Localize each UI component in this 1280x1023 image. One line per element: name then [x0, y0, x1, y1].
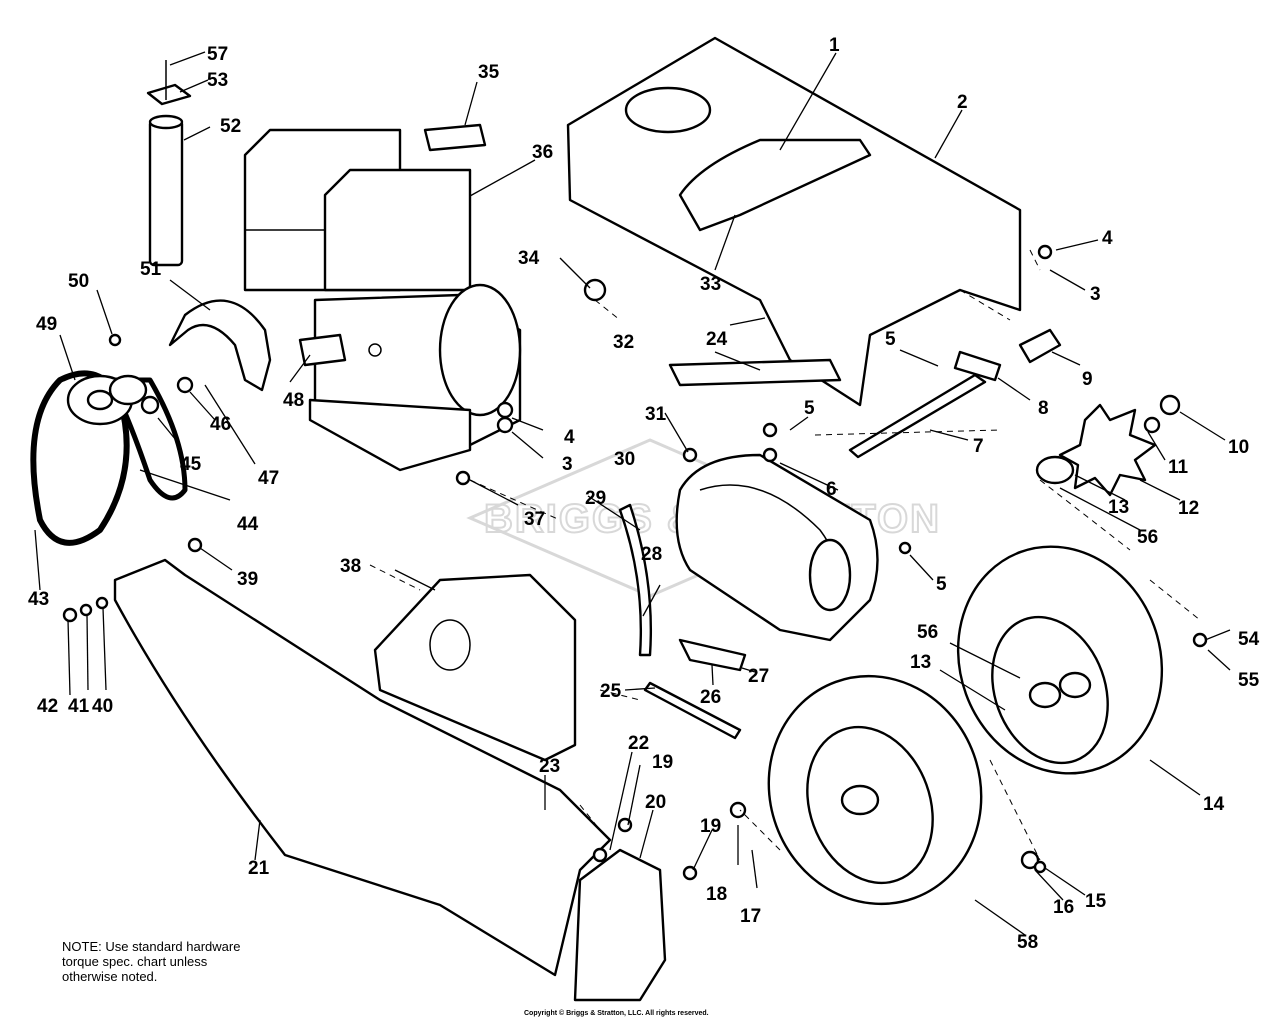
callout-24: 24 — [706, 329, 728, 350]
callout-41: 41 — [68, 696, 90, 717]
callout-35: 35 — [478, 62, 500, 83]
callout-55: 55 — [1238, 670, 1260, 691]
callout-5-c: 5 — [936, 574, 947, 595]
callout-39: 39 — [237, 569, 258, 590]
callout-4-middle: 4 — [564, 427, 575, 448]
callout-5-b: 5 — [804, 398, 815, 419]
bracket-32 — [668, 358, 842, 387]
callout-17: 17 — [740, 906, 761, 927]
tube-52 — [146, 60, 192, 267]
callout-26: 26 — [700, 687, 721, 708]
side-panel-21 — [113, 558, 612, 977]
callout-51: 51 — [140, 259, 162, 280]
callout-30: 30 — [614, 449, 635, 470]
callout-47: 47 — [258, 468, 279, 489]
callout-31: 31 — [645, 404, 667, 425]
bracket-20 — [573, 848, 667, 1002]
callout-5-a: 5 — [885, 329, 896, 350]
callout-4-upper: 4 — [1102, 228, 1113, 249]
sleeve-9 — [1018, 328, 1062, 364]
callout-6: 6 — [826, 479, 837, 500]
pulley-and-belts — [30, 370, 194, 546]
wheel-14 — [956, 545, 1164, 775]
housing-2 — [566, 36, 1022, 407]
callout-32: 32 — [613, 332, 634, 353]
callout-3-middle: 3 — [562, 454, 573, 475]
callout-29: 29 — [585, 488, 606, 509]
callout-45: 45 — [180, 454, 202, 475]
callout-10: 10 — [1228, 437, 1249, 458]
callout-15: 15 — [1085, 891, 1107, 912]
callout-34: 34 — [518, 248, 540, 269]
callout-16: 16 — [1053, 897, 1074, 918]
callout-48: 48 — [283, 390, 304, 411]
rod-7 — [848, 373, 987, 459]
washer-11 — [1143, 416, 1161, 434]
callout-52: 52 — [220, 116, 241, 137]
callout-38: 38 — [340, 556, 361, 577]
callout-3-upper: 3 — [1090, 284, 1101, 305]
callout-28: 28 — [641, 544, 662, 565]
plate-8 — [953, 350, 1002, 382]
callout-18: 18 — [706, 884, 727, 905]
belt-cover-28 — [675, 453, 879, 642]
callout-1: 1 — [829, 35, 840, 56]
callout-20: 20 — [645, 792, 666, 813]
rod-29 — [618, 503, 653, 657]
callout-11: 11 — [1168, 457, 1189, 478]
engine-part — [243, 128, 522, 472]
callout-labels: 1 2 3 3 4 4 5 5 5 6 7 8 9 10 11 12 13 13… — [28, 35, 1260, 953]
nut-10 — [1159, 394, 1181, 416]
callout-33: 33 — [700, 274, 721, 295]
callout-12: 12 — [1178, 498, 1199, 519]
callout-56-lower: 56 — [917, 622, 938, 643]
cover-38 — [373, 573, 577, 762]
belt-guard-51 — [168, 299, 272, 392]
callout-9: 9 — [1082, 369, 1093, 390]
callout-21: 21 — [248, 858, 270, 879]
callout-19-a: 19 — [652, 752, 673, 773]
callout-7: 7 — [973, 436, 984, 457]
rod-25 — [643, 681, 742, 740]
plate-35 — [423, 123, 487, 152]
callout-44: 44 — [237, 514, 259, 535]
callout-36: 36 — [532, 142, 553, 163]
callout-37: 37 — [524, 509, 545, 530]
callout-19-b: 19 — [700, 816, 721, 837]
callout-25: 25 — [600, 681, 622, 702]
callout-13-upper: 13 — [1108, 497, 1129, 518]
callout-42: 42 — [37, 696, 58, 717]
callout-53: 53 — [207, 70, 228, 91]
bearing-13-upper — [1035, 455, 1075, 485]
copyright-text: Copyright © Briggs & Stratton, LLC. All … — [524, 1010, 709, 1017]
callout-27: 27 — [748, 666, 769, 687]
callout-56-upper: 56 — [1137, 527, 1158, 548]
callout-14: 14 — [1203, 794, 1225, 815]
callout-2: 2 — [957, 92, 968, 113]
cover-38-hole — [429, 619, 471, 671]
callout-46: 46 — [210, 414, 231, 435]
bracket-27 — [678, 638, 747, 672]
callout-57: 57 — [207, 44, 228, 65]
callout-13-lower: 13 — [910, 652, 931, 673]
callout-54: 54 — [1238, 629, 1260, 650]
callout-40: 40 — [92, 696, 113, 717]
callout-23: 23 — [539, 756, 560, 777]
wheel-58 — [767, 674, 983, 906]
callout-49: 49 — [36, 314, 57, 335]
callout-50: 50 — [68, 271, 89, 292]
leader-lines — [34, 51, 1231, 936]
small-hardware — [62, 244, 1208, 881]
star-wheel-12 — [1058, 403, 1157, 497]
callout-58: 58 — [1017, 932, 1038, 953]
assembly-lines — [369, 249, 1201, 861]
callout-43: 43 — [28, 589, 49, 610]
callout-22: 22 — [628, 733, 649, 754]
torque-note: NOTE: Use standard hardware torque spec.… — [62, 939, 241, 984]
callout-8: 8 — [1038, 398, 1049, 419]
